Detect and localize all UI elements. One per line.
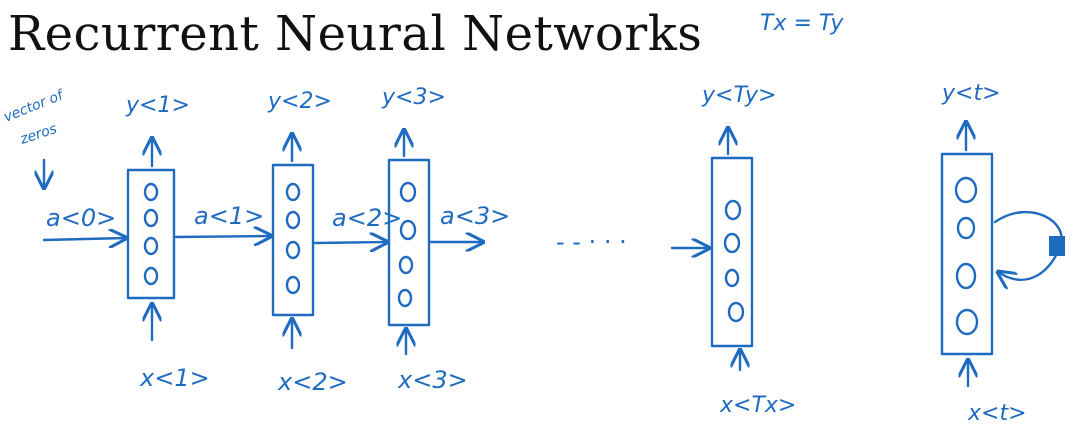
tx-equals-ty-note: Tx = Ty — [760, 11, 844, 36]
hidden-units-3 — [397, 181, 417, 308]
hidden-units-ty — [723, 199, 745, 323]
output-label-1: y<1> — [125, 93, 190, 118]
arrow-a0-to-cell1 — [42, 238, 126, 240]
output-label-2: y<2> — [267, 89, 332, 114]
a0-label: a<0> — [46, 204, 116, 232]
ellipsis-label: - - · · · — [556, 228, 627, 256]
rnn-cell-ty — [710, 156, 754, 348]
hidden-units-1 — [143, 182, 159, 286]
arrow-cell2-to-cell3 — [313, 242, 387, 243]
arrow-cell1-to-cell2 — [174, 236, 271, 237]
page-title: Recurrent Neural Networks — [8, 6, 703, 62]
input-label-tx: x<Tx> — [719, 393, 796, 418]
output-label-ty: y<Ty> — [701, 83, 776, 108]
vector-of-zeros-label: vector of — [2, 87, 68, 126]
activation-label-2: a<2> — [332, 204, 402, 232]
activation-label-3: a<3> — [440, 202, 510, 230]
zeros-label: zeros — [17, 121, 59, 148]
hidden-units-2 — [285, 182, 301, 295]
hidden-units-rolled — [954, 176, 979, 336]
input-label-2: x<2> — [277, 368, 348, 396]
input-label-rolled: x<t> — [967, 401, 1027, 426]
output-label-rolled: y<t> — [941, 81, 1001, 106]
rnn-cell-1 — [126, 168, 176, 300]
output-label-3: y<3> — [381, 85, 446, 110]
rolled-rnn-cell — [940, 152, 994, 356]
delay-block — [1049, 236, 1065, 256]
input-label-3: x<3> — [397, 366, 468, 394]
rnn-cell-3 — [387, 158, 431, 327]
input-label-1: x<1> — [139, 364, 210, 392]
activation-label-1: a<1> — [194, 202, 264, 230]
